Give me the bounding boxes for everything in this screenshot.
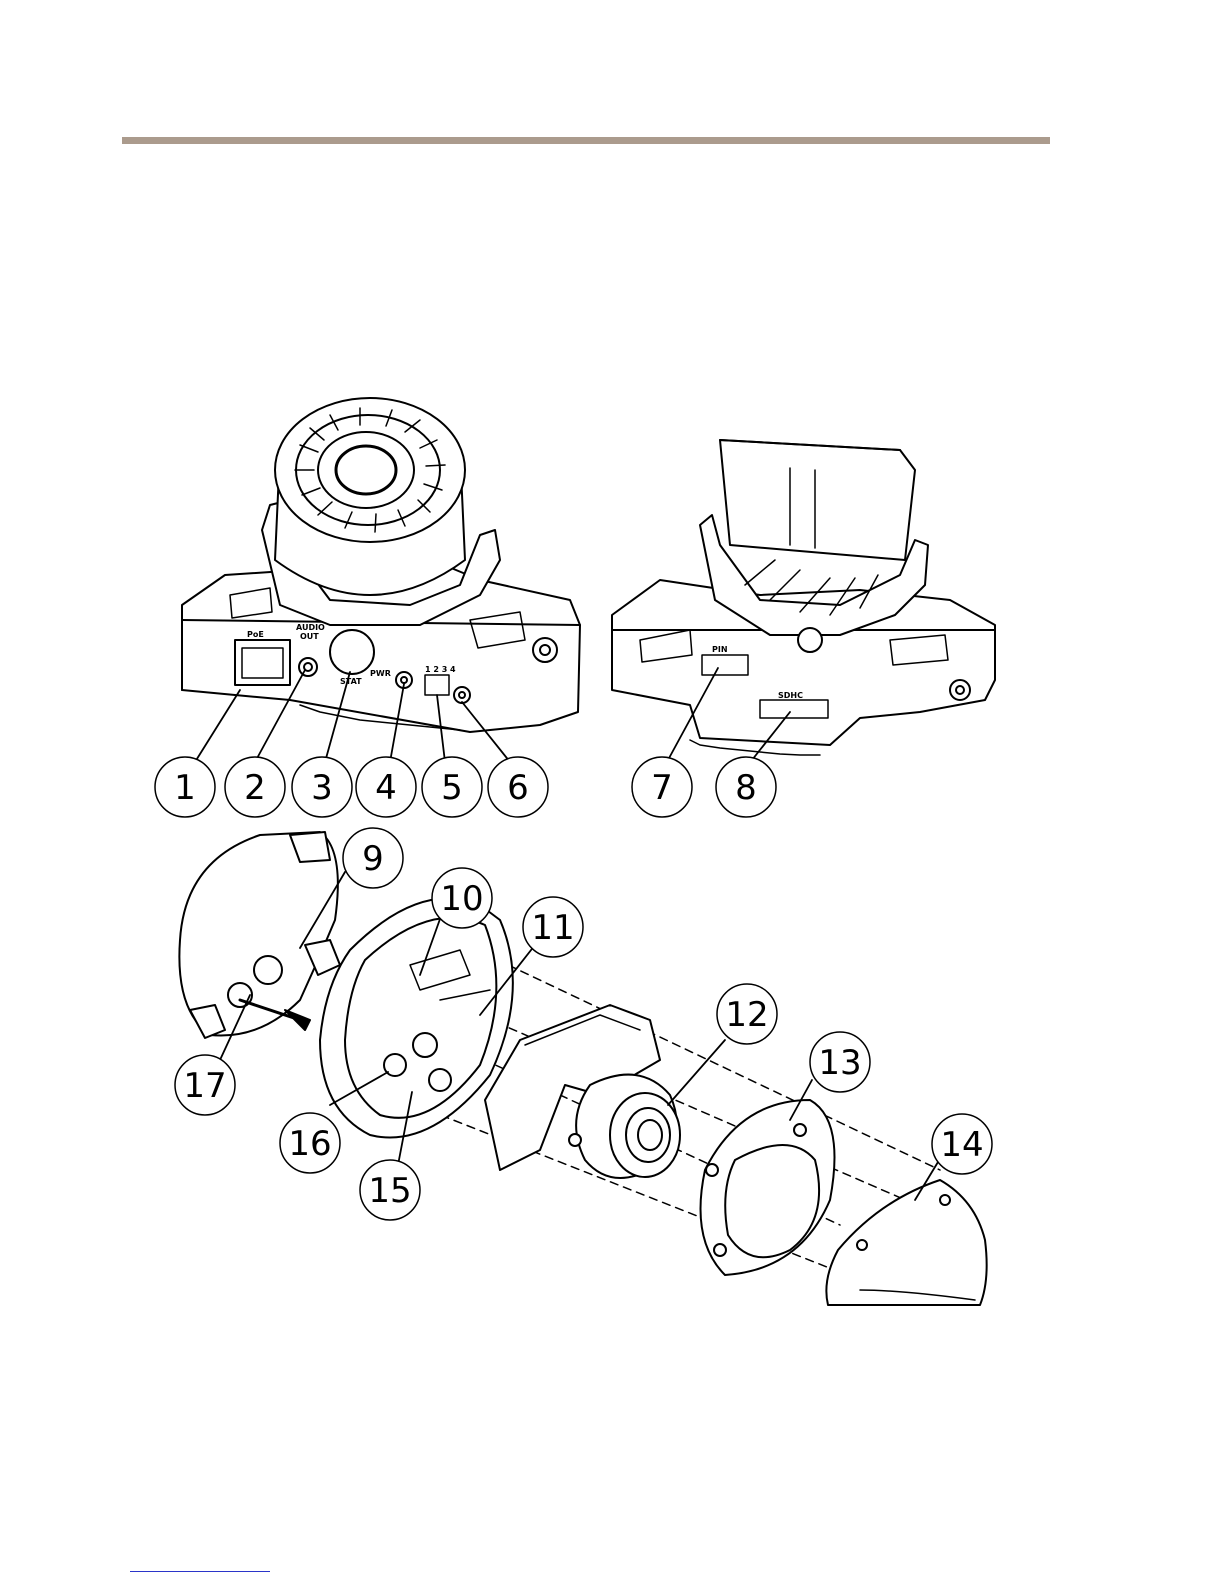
callout-1: 1 <box>174 768 196 808</box>
poe-label: PoE <box>247 630 264 639</box>
callout-16: 16 <box>288 1124 331 1164</box>
callout-10: 10 <box>440 879 483 919</box>
callout-15: 15 <box>368 1171 411 1211</box>
stat-label: STAT <box>340 677 362 686</box>
sd-label: SDHC <box>778 691 803 700</box>
callout-13: 13 <box>818 1043 861 1083</box>
audio-label: AUDIO <box>296 623 325 632</box>
callout-11: 11 <box>531 908 574 948</box>
callout-4: 4 <box>375 768 397 808</box>
callout-17: 17 <box>183 1066 226 1106</box>
pwr-label: PWR <box>370 669 391 678</box>
camera-front-view <box>182 398 580 732</box>
callout-8: 8 <box>735 768 757 808</box>
callout-9: 9 <box>362 839 384 879</box>
callout-14: 14 <box>940 1125 983 1165</box>
callout-7: 7 <box>651 768 673 808</box>
callout-3: 3 <box>311 768 333 808</box>
footer-link-underline[interactable] <box>130 1571 270 1572</box>
callout-5: 5 <box>441 768 463 808</box>
camera-rear-view <box>612 440 995 755</box>
io-label: 1 2 3 4 <box>425 665 456 674</box>
out-label: OUT <box>300 632 319 641</box>
pin-label: PIN <box>712 645 728 654</box>
callout-12: 12 <box>725 995 768 1035</box>
callout-6: 6 <box>507 768 529 808</box>
callout-2: 2 <box>244 768 266 808</box>
